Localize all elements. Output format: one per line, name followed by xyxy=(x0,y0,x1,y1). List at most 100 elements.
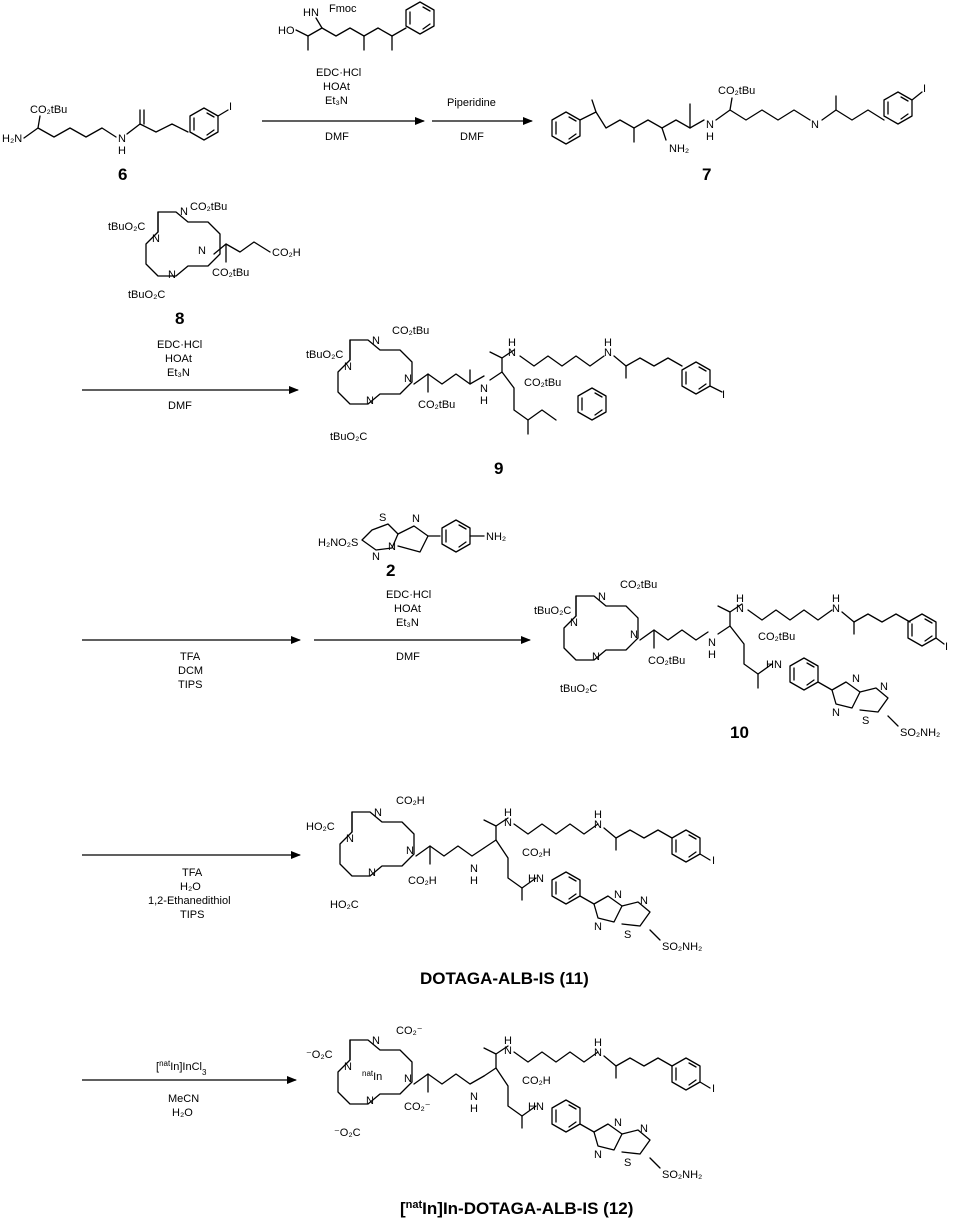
step7-solvent: MeCN xyxy=(168,1093,199,1105)
step7-conditions: [natIn]InCl3 MeCN H₂O xyxy=(82,1059,297,1119)
c12-h-amide2: H xyxy=(504,1035,512,1047)
c11-co2h-b: CO₂H xyxy=(522,847,551,859)
c10-so2nh2: SO₂NH₂ xyxy=(900,727,940,739)
c11-co2h-top: CO₂H xyxy=(396,795,425,807)
c9-n-amide2: N xyxy=(508,347,516,359)
step7-cond1: [natIn]InCl3 xyxy=(156,1059,207,1077)
c12-co2-top: CO₂⁻ xyxy=(396,1025,423,1037)
step4-cond2: DCM xyxy=(178,665,203,677)
c9-h-amide1: H xyxy=(480,395,488,407)
c12-n2: N xyxy=(344,1061,352,1073)
c12-n-thiad: N xyxy=(640,1123,648,1135)
c9-co2tbu-b: CO₂tBu xyxy=(524,377,561,389)
c10-n2: N xyxy=(570,617,578,629)
c12-co2h: CO₂H xyxy=(522,1075,551,1087)
step1-cond3: Et₃N xyxy=(325,95,348,107)
c12-n3: N xyxy=(404,1073,412,1085)
c10-co2tbu-top: CO₂tBu xyxy=(620,579,657,591)
compound-10: N N N N CO₂tBu tBuO₂C tBuO₂C CO₂tBu N H … xyxy=(534,579,948,742)
step5-solvent: DMF xyxy=(396,651,420,663)
c9-tbuo2c-left: tBuO₂C xyxy=(306,349,343,361)
c8-n3: N xyxy=(198,245,206,257)
c10-co2tbu-a: CO₂tBu xyxy=(648,655,685,667)
c11-n-imid: N xyxy=(614,889,622,901)
c6-co2tbu: CO₂tBu xyxy=(30,104,67,116)
step4-cond1: TFA xyxy=(180,651,201,663)
c8-n4: N xyxy=(168,269,176,281)
c10-tbuo2c-left: tBuO₂C xyxy=(534,605,571,617)
c9-co2tbu-top: CO₂tBu xyxy=(392,325,429,337)
step6-cond4: TIPS xyxy=(180,909,204,921)
compound-12: N N N N natIn CO₂⁻ ⁻O₂C ⁻O₂C CO₂⁻ N H N … xyxy=(306,1025,715,1218)
c8-n1: N xyxy=(180,206,188,218)
c6-iodo: I xyxy=(229,101,232,113)
c10-n-amide2: N xyxy=(736,603,744,615)
fmoc-nh: HN xyxy=(303,7,319,19)
step6-cond1: TFA xyxy=(182,867,203,879)
c8-tbuo2c-bottom: tBuO₂C xyxy=(128,289,165,301)
c2-n3: N xyxy=(412,513,420,525)
c11-h-amide1: H xyxy=(470,875,478,887)
c12-n-amide3: N xyxy=(594,1047,602,1059)
fmoc-glu-ester: HN Fmoc HO xyxy=(278,1,435,51)
c11-n-amide3: N xyxy=(594,819,602,831)
compound-7: NH₂ N H CO₂tBu N I 7 xyxy=(551,83,926,184)
c11-n2: N xyxy=(346,833,354,845)
compound-8: N N N N CO₂tBu tBuO₂C tBuO₂C CO₂H CO₂tBu… xyxy=(108,201,301,328)
c8-tbuo2c-left: tBuO₂C xyxy=(108,221,145,233)
c9-co2tbu-a: CO₂tBu xyxy=(418,399,455,411)
c7-iodo: I xyxy=(923,83,926,95)
c12-o2c-bottom: ⁻O₂C xyxy=(334,1127,361,1139)
c10-n-amide1: N xyxy=(708,637,716,649)
c11-n3: N xyxy=(406,845,414,857)
c12-n1: N xyxy=(372,1035,380,1047)
c10-n-amide3: N xyxy=(832,603,840,615)
c10-label: 10 xyxy=(730,723,749,742)
c12-iodo: I xyxy=(712,1083,715,1095)
step5-cond2: HOAt xyxy=(394,603,421,615)
c10-n4: N xyxy=(592,651,600,663)
c10-h-amide1: H xyxy=(708,649,716,661)
c10-n3: N xyxy=(630,629,638,641)
c10-h-amide3: H xyxy=(832,593,840,605)
c12-s: S xyxy=(624,1157,631,1169)
step2-conditions: Piperidine DMF xyxy=(432,97,533,143)
c12-label: [natIn]In-DOTAGA-ALB-IS (12) xyxy=(400,1199,633,1218)
c2-nh2: NH₂ xyxy=(486,531,506,543)
c8-co2h: CO₂H xyxy=(272,247,301,259)
c12-so2nh2: SO₂NH₂ xyxy=(662,1169,702,1181)
c11-iodo: I xyxy=(712,855,715,867)
compound-9: N N N N CO₂tBu tBuO₂C tBuO₂C CO₂tBu N H … xyxy=(306,325,725,478)
c11-ho2c-left: HO₂C xyxy=(306,821,335,833)
c11-label: DOTAGA-ALB-IS (11) xyxy=(420,969,589,988)
c8-co2tbu-side: CO₂tBu xyxy=(212,267,249,279)
step3-cond1: EDC·HCl xyxy=(157,339,202,351)
step3-cond3: Et₃N xyxy=(167,367,190,379)
c12-h-amide1: H xyxy=(470,1103,478,1115)
c8-co2tbu-top: CO₂tBu xyxy=(190,201,227,213)
c10-h-amide2: H xyxy=(736,593,744,605)
c12-n-imid: N xyxy=(614,1117,622,1129)
c10-n1: N xyxy=(598,591,606,603)
step1-cond1: EDC·HCl xyxy=(316,67,361,79)
step6-cond2: H₂O xyxy=(180,881,201,893)
c10-tbuo2c-bottom: tBuO₂C xyxy=(560,683,597,695)
c9-n3: N xyxy=(404,373,412,385)
c2-label: 2 xyxy=(386,561,395,580)
step1-cond2: HOAt xyxy=(323,81,350,93)
c10-iodo: I xyxy=(945,641,948,653)
c12-n-amide2: N xyxy=(504,1045,512,1057)
c9-n2: N xyxy=(344,361,352,373)
c12-o2c-left: ⁻O₂C xyxy=(306,1049,333,1061)
c9-n4: N xyxy=(366,395,374,407)
c10-s: S xyxy=(862,715,869,727)
c7-h1: H xyxy=(706,131,714,143)
step1-solvent: DMF xyxy=(325,131,349,143)
c11-h-amide2: H xyxy=(504,807,512,819)
c8-n2: N xyxy=(152,233,160,245)
c11-n1: N xyxy=(374,807,382,819)
step3-solvent: DMF xyxy=(168,400,192,412)
c11-n-imid2: N xyxy=(594,921,602,933)
c6-n: N xyxy=(118,133,126,145)
c10-h-amide4: H xyxy=(766,659,774,671)
